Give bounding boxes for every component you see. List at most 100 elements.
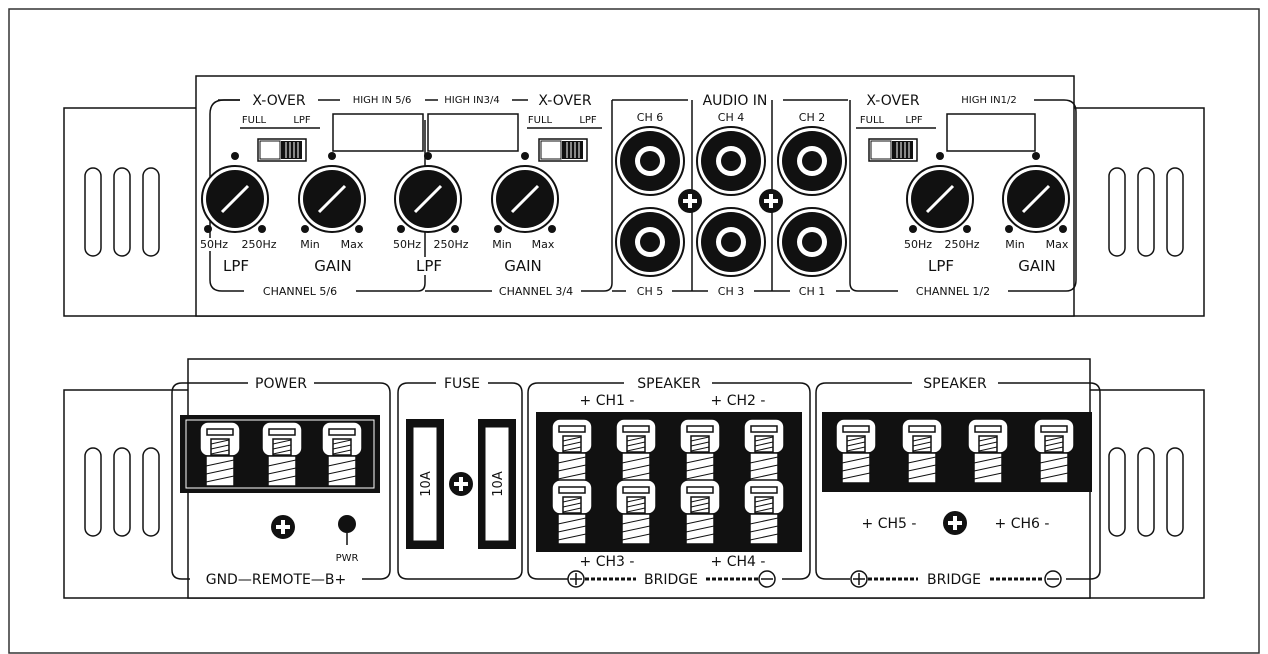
xover-label-ch34: X-OVER (538, 93, 592, 109)
bridge-label-1: BRIDGE (644, 572, 698, 588)
rca-label-ch1: CH 1 (799, 285, 825, 298)
bridge-label-2: BRIDGE (927, 572, 981, 588)
fuse-rating-left: 10A (419, 471, 434, 497)
channel-56-label: CHANNEL 5/6 (263, 285, 337, 298)
high-in-34-label: HIGH IN3/4 (444, 95, 499, 106)
full-label-ch56: FULL (242, 115, 267, 126)
gain-label-ch12: GAIN (1018, 257, 1056, 275)
rca-label-ch6: CH 6 (637, 111, 663, 124)
speaker-terminal-ch1-neg[interactable] (615, 418, 657, 484)
speaker-terminal-ch6-neg[interactable] (1033, 418, 1075, 484)
rca-label-ch3: CH 3 (718, 285, 744, 298)
plus-icon-speaker (943, 511, 967, 535)
speaker-terminal-ch6-pos[interactable] (967, 418, 1009, 484)
freq-250hz-ch34: 250Hz (433, 238, 468, 251)
freq-250hz-ch56: 250Hz (241, 238, 276, 251)
full-label-ch34: FULL (528, 115, 553, 126)
gain-max-ch56: Max (341, 238, 364, 251)
speaker-terminal-ch4-pos[interactable] (679, 479, 721, 545)
speaker-terminal-ch3-neg[interactable] (615, 479, 657, 545)
lpf-switch-label-ch34: LPF (579, 115, 597, 126)
top-panel: X-OVER FULL LPF HIGH IN 5/6 HIGH IN3/4 X… (63, 75, 1205, 317)
ch3-polarity-label: + CH3 - (580, 554, 635, 570)
ch2-polarity-label: + CH2 - (711, 393, 766, 409)
high-in-12-label: HIGH IN1/2 (961, 95, 1016, 106)
lpf-label-ch34: LPF (416, 257, 442, 275)
speaker-terminal-ch2-neg[interactable] (743, 418, 785, 484)
fuse-left[interactable] (406, 419, 444, 549)
xover-label-ch12: X-OVER (866, 93, 920, 109)
rca-jack-ch3[interactable] (696, 207, 766, 277)
lpf-switch-label-ch12: LPF (905, 115, 923, 126)
ch4-polarity-label: + CH4 - (711, 554, 766, 570)
ch6-polarity-label: + CH6 - (995, 516, 1050, 532)
power-terminals-label: GND—REMOTE—B+ (206, 572, 347, 588)
rca-jack-ch6[interactable] (615, 126, 685, 196)
speaker-terminal-ch4-neg[interactable] (743, 479, 785, 545)
ch1-polarity-label: + CH1 - (580, 393, 635, 409)
channel-12-label: CHANNEL 1/2 (916, 285, 990, 298)
channel-34-label: CHANNEL 3/4 (499, 285, 573, 298)
plus-icon-rca-right (759, 189, 783, 213)
rca-jack-ch2[interactable] (777, 126, 847, 196)
full-label-ch12: FULL (860, 115, 885, 126)
high-in-56-label: HIGH IN 5/6 (353, 95, 412, 106)
rca-label-ch5: CH 5 (637, 285, 663, 298)
vent-slots-right-top (1108, 167, 1184, 257)
ch5-polarity-label: + CH5 - (862, 516, 917, 532)
gain-min-ch12: Min (1005, 238, 1025, 251)
rca-label-ch4: CH 4 (718, 111, 744, 124)
plus-icon-fuse (449, 472, 473, 496)
lpf-label-ch12: LPF (928, 257, 954, 275)
audio-in-label: AUDIO IN (703, 93, 768, 109)
speaker-terminal-ch5-pos[interactable] (835, 418, 877, 484)
pwr-label: PWR (336, 553, 359, 564)
fuse-right[interactable] (478, 419, 516, 549)
vent-slots-right-bottom (1108, 447, 1184, 537)
speaker-terminal-ch3-pos[interactable] (551, 479, 593, 545)
speaker-label-1: SPEAKER (637, 376, 701, 392)
gain-min-ch34: Min (492, 238, 512, 251)
rca-jack-ch1[interactable] (777, 207, 847, 277)
xover-switch-ch12[interactable] (868, 138, 918, 162)
rca-jack-ch4[interactable] (696, 126, 766, 196)
plus-icon-rca-left (678, 189, 702, 213)
high-in-34-connector[interactable] (427, 113, 519, 152)
speaker-label-2: SPEAKER (923, 376, 987, 392)
rca-label-ch2: CH 2 (799, 111, 825, 124)
fuse-label: FUSE (444, 376, 480, 392)
vent-slots-left-top (84, 167, 160, 257)
pwr-led (338, 515, 356, 533)
freq-250hz-ch12: 250Hz (944, 238, 979, 251)
lpf-label-ch56: LPF (223, 257, 249, 275)
gain-min-ch56: Min (300, 238, 320, 251)
freq-50hz-ch56: 50Hz (200, 238, 228, 251)
speaker-terminal-ch1-pos[interactable] (551, 418, 593, 484)
gain-label-ch34: GAIN (504, 257, 542, 275)
plus-icon-power (271, 515, 295, 539)
xover-switch-ch56[interactable] (257, 138, 307, 162)
gain-max-ch34: Max (532, 238, 555, 251)
gain-max-ch12: Max (1046, 238, 1069, 251)
xover-label-ch56: X-OVER (252, 93, 306, 109)
bridge-indicator-1 (567, 570, 776, 588)
high-in-56-connector[interactable] (332, 113, 424, 152)
speaker-terminal-ch2-pos[interactable] (679, 418, 721, 484)
power-terminal-remote[interactable] (261, 421, 303, 487)
bottom-panel: POWER PWR GND—REMOTE—B+ FUSE 10A (63, 358, 1205, 599)
high-in-12-connector[interactable] (946, 113, 1036, 152)
vent-slots-left-bottom (84, 447, 160, 537)
freq-50hz-ch12: 50Hz (904, 238, 932, 251)
gain-label-ch56: GAIN (314, 257, 352, 275)
speaker-terminal-ch5-neg[interactable] (901, 418, 943, 484)
bridge-indicator-2 (850, 570, 1062, 588)
power-label: POWER (255, 376, 307, 392)
freq-50hz-ch34: 50Hz (393, 238, 421, 251)
xover-switch-ch34[interactable] (538, 138, 588, 162)
rca-jack-ch5[interactable] (615, 207, 685, 277)
lpf-switch-label-ch56: LPF (293, 115, 311, 126)
fuse-rating-right: 10A (491, 471, 506, 497)
power-terminal-bplus[interactable] (321, 421, 363, 487)
power-terminal-gnd[interactable] (199, 421, 241, 487)
